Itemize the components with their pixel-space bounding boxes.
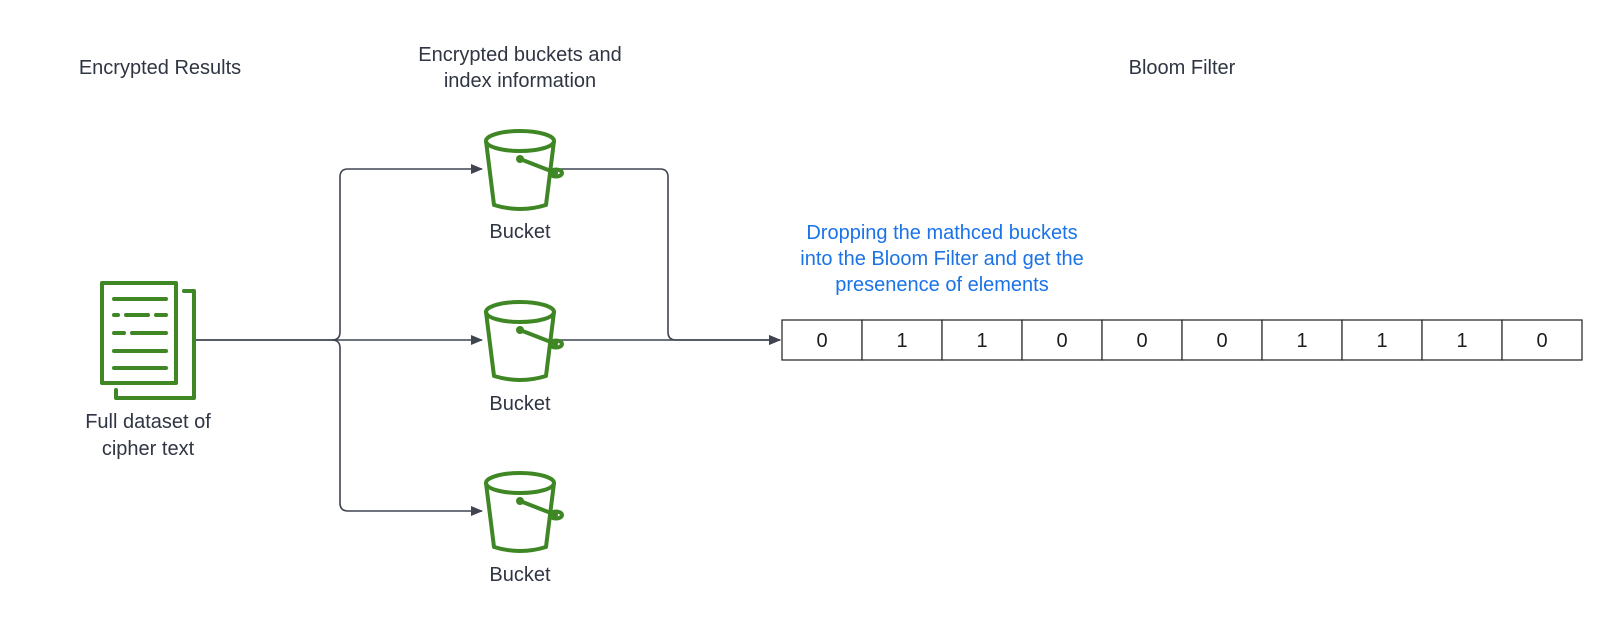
bloom-filter-cell: 0	[781, 319, 863, 361]
bloom-filter-cell-box	[781, 319, 863, 361]
bloom-filter-bit: 1	[1296, 330, 1307, 352]
annotation-line1: Dropping the mathced buckets	[806, 222, 1077, 244]
header-buckets-line2: index information	[444, 70, 596, 92]
bloom-filter-cell: 0	[1101, 319, 1183, 361]
bloom-filter-cell-box	[1421, 319, 1503, 361]
bucket-node-1: Bucket	[484, 129, 564, 243]
source-label-line2: cipher text	[102, 438, 195, 460]
annotation: Dropping the mathced buckets into the Bl…	[800, 222, 1084, 296]
bloom-filter-cell: 1	[1421, 319, 1503, 361]
bloom-filter-cell: 1	[941, 319, 1023, 361]
bloom-filter-cell: 0	[1501, 319, 1583, 361]
bloom-filter-array: 0 1 1 0 0 0 1 1 1 0	[781, 319, 1583, 361]
bloom-filter-bit: 0	[1536, 330, 1547, 352]
bucket-label: Bucket	[489, 221, 551, 243]
annotation-line2: into the Bloom Filter and get the	[800, 248, 1084, 270]
bloom-filter-cell: 0	[1021, 319, 1103, 361]
header-encrypted-results: Encrypted Results	[79, 57, 241, 79]
bloom-filter-cell-box	[1501, 319, 1583, 361]
bloom-filter-cell-box	[1261, 319, 1343, 361]
bloom-filter-bit: 0	[1136, 330, 1147, 352]
bloom-filter-cell: 0	[1181, 319, 1263, 361]
bloom-filter-bit: 1	[1376, 330, 1387, 352]
source-label-line1: Full dataset of	[85, 411, 211, 433]
bloom-filter-cell-box	[1101, 319, 1183, 361]
bloom-filter-cell: 1	[1261, 319, 1343, 361]
document-icon	[100, 281, 196, 400]
header-bloom-filter: Bloom Filter	[1129, 57, 1236, 79]
bloom-filter-bit: 1	[896, 330, 907, 352]
connector-bucket-1-to-filter	[552, 168, 781, 345]
bucket-icon	[484, 471, 564, 553]
bucket-node-3: Bucket	[484, 471, 564, 586]
annotation-line3: presenence of elements	[835, 274, 1048, 296]
bucket-icon	[484, 129, 564, 211]
bloom-filter-bit: 1	[1456, 330, 1467, 352]
bloom-filter-cell: 1	[861, 319, 943, 361]
connector-doc-to-bucket-3	[331, 339, 483, 516]
bucket-icon	[484, 300, 564, 382]
bloom-filter-bit: 0	[1056, 330, 1067, 352]
bucket-label: Bucket	[489, 564, 551, 586]
bucket-node-2: Bucket	[484, 300, 564, 415]
bloom-filter-cell-box	[861, 319, 943, 361]
connector-doc-to-bucket-1	[196, 164, 483, 341]
bucket-label: Bucket	[489, 393, 551, 415]
bloom-filter-bit: 0	[816, 330, 827, 352]
bloom-filter-bit: 0	[1216, 330, 1227, 352]
bloom-filter-cell: 1	[1341, 319, 1423, 361]
connectors	[196, 164, 781, 516]
header-buckets-line1: Encrypted buckets and	[418, 44, 621, 66]
bloom-filter-bit: 1	[976, 330, 987, 352]
